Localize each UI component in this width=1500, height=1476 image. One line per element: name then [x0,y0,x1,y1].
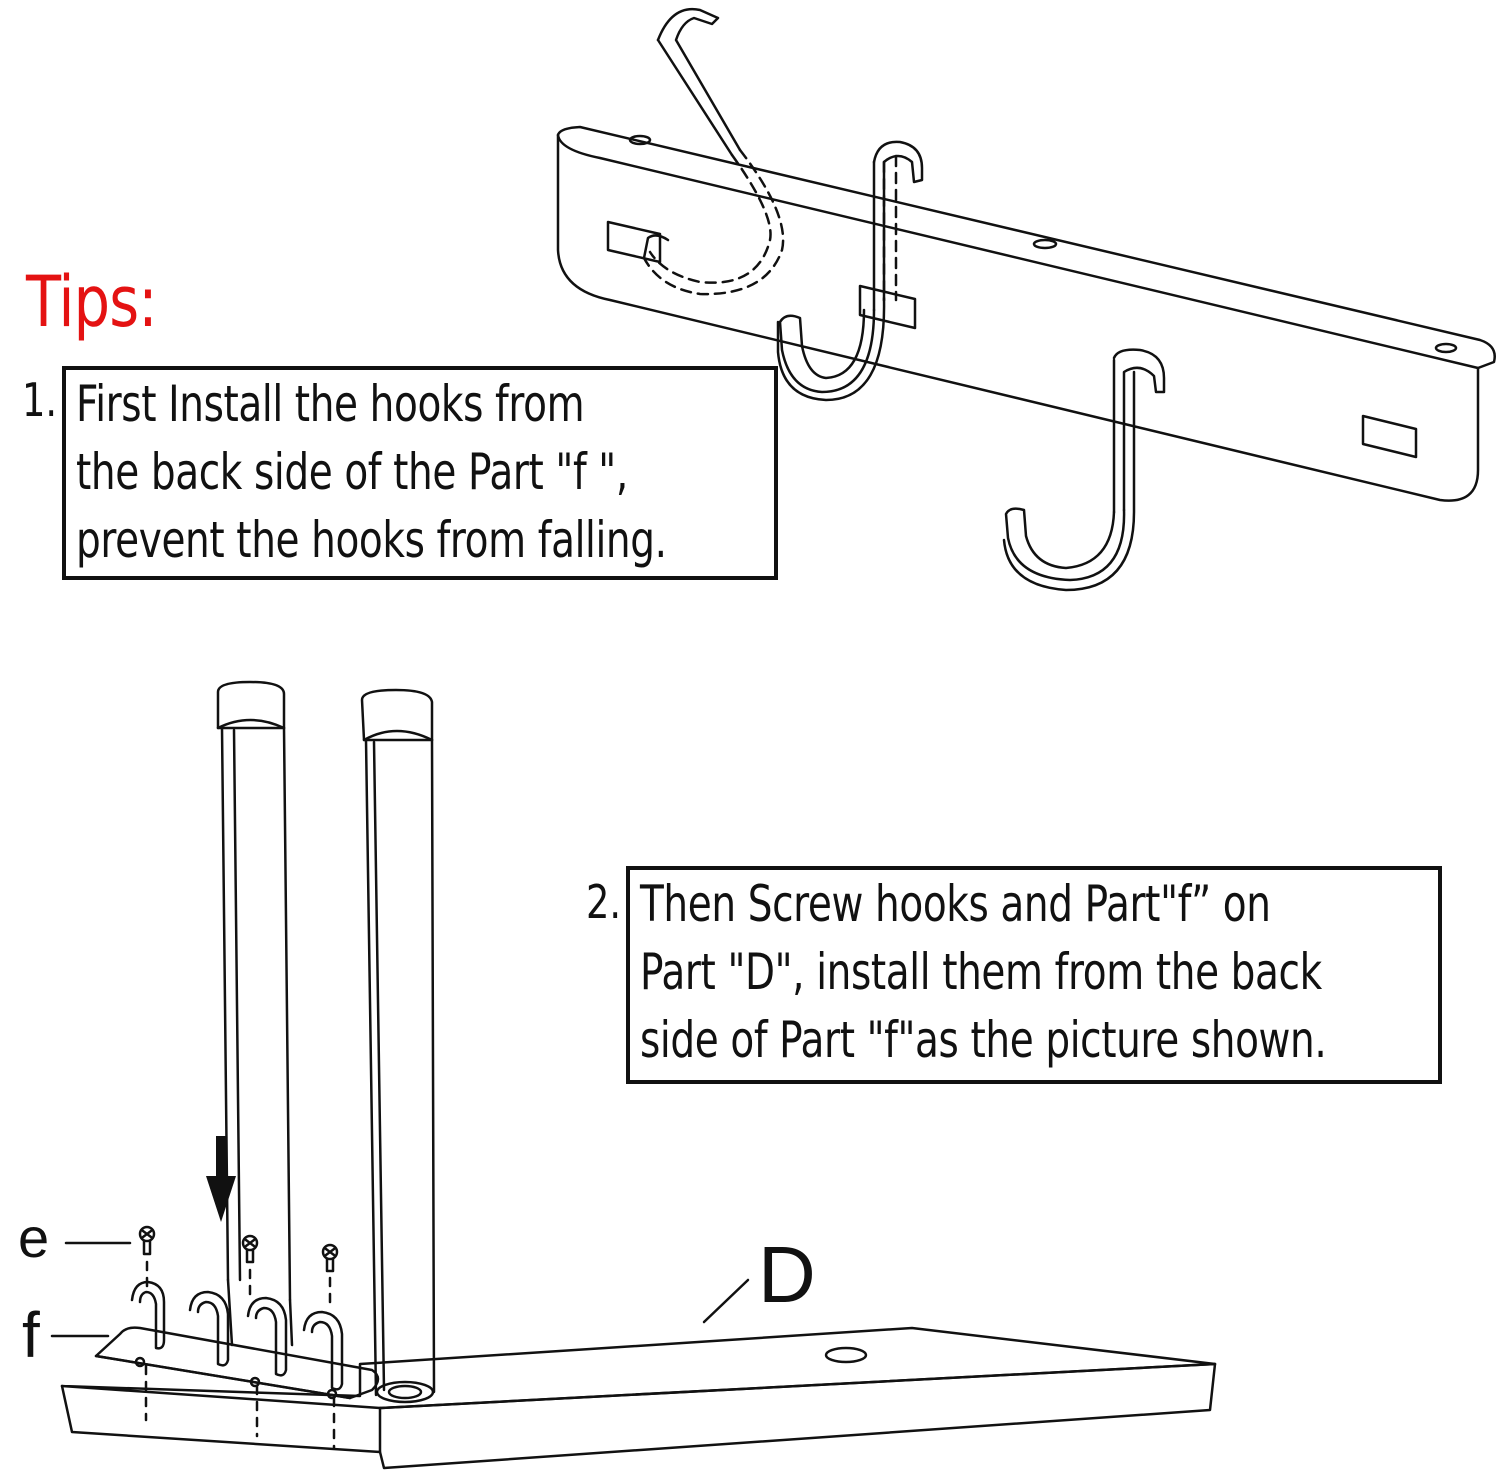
leg-left [216,680,286,730]
step-2-box: Then Screw hooks and Part"f” on Part "D"… [626,866,1442,1084]
step-2-line: Part "D", install them from the back [640,943,1322,1001]
bracket-f-plate [94,1326,380,1400]
screw-e-1 [138,1225,156,1256]
step-1-line: the back side of the Part "f ", [76,443,628,501]
step-2-number: 2. [586,875,622,929]
leg-right [360,688,434,742]
step-1-number: 1. [22,373,58,427]
tips-title: Tips: [26,261,158,343]
hook-right-j [1112,348,1166,512]
part-d-board-top [60,1326,1217,1410]
small-hook-3 [246,1296,288,1377]
part-label-d: D [758,1230,816,1319]
part-d-hole [824,1346,868,1364]
bracket-plate-face [556,133,1480,502]
step-2-line: Then Screw hooks and Part"f” on [640,875,1271,933]
bracket-hole [1434,342,1458,354]
bracket-plate-flange [556,125,1496,370]
small-hook-1 [130,1280,166,1350]
part-d-board-front [60,1384,382,1454]
step-1-box: First Install the hooks from the back si… [62,366,778,580]
step-1-line: prevent the hooks from falling. [76,511,667,569]
screw-e-2 [241,1234,259,1264]
screw-e-3 [321,1243,339,1273]
small-hook-4 [302,1310,344,1391]
part-label-e: e [18,1206,50,1269]
bracket-hole [1032,238,1058,250]
bracket-hole [628,134,652,146]
bracket-slot [1361,414,1418,459]
part-label-f: f [22,1299,40,1371]
hook-top-s [656,7,742,152]
step-2-line: side of Part "f"as the picture shown. [640,1011,1327,1069]
down-arrow-icon [206,1136,236,1222]
small-hook-2 [188,1290,230,1367]
step-1-line: First Install the hooks from [76,375,585,433]
